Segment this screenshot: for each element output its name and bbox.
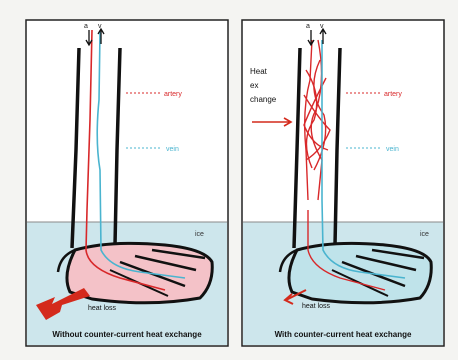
vein-label: vein: [166, 146, 179, 153]
arrow-label-v: v: [320, 23, 324, 30]
ice-label: ice: [420, 231, 429, 238]
heat-loss-label: heat loss: [88, 305, 117, 312]
vein-label: vein: [386, 146, 399, 153]
arrow-label-a: a: [306, 23, 310, 30]
panel-without-exchange: a v artery vein ice heat loss Without co…: [26, 20, 228, 346]
exchange-label-line: change: [250, 95, 277, 104]
panel-caption: Without counter-current heat exchange: [52, 330, 202, 339]
arrow-label-a: a: [84, 23, 88, 30]
artery-label: artery: [164, 91, 182, 98]
exchange-label-line: Heat: [250, 67, 268, 76]
arrow-label-v: v: [98, 23, 102, 30]
artery-label: artery: [384, 91, 402, 98]
panel-caption: With counter-current heat exchange: [275, 330, 412, 339]
heat-loss-label: heat loss: [302, 303, 331, 310]
foot: [289, 243, 431, 302]
panel-with-exchange: a v artery vein Heat ex change ice heat …: [242, 20, 444, 346]
ice-label: ice: [195, 231, 204, 238]
exchange-label-line: ex: [250, 81, 258, 90]
foot: [67, 243, 212, 302]
